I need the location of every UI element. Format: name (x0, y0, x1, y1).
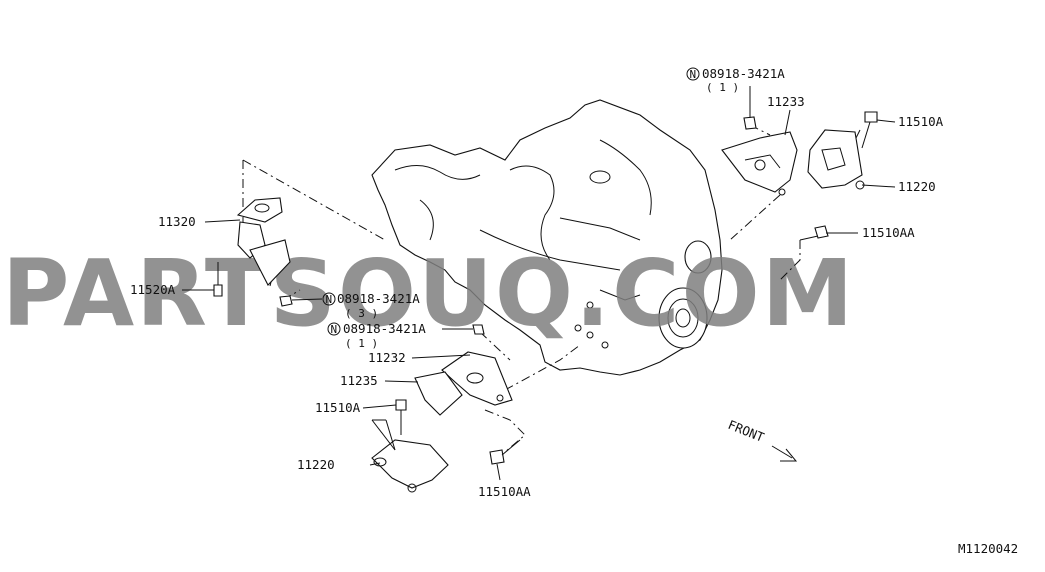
leader-lines (182, 86, 896, 481)
nut-top (743, 116, 757, 130)
label-11232: 11232 (368, 350, 406, 365)
label-11510AA-bottom: 11510AA (478, 484, 531, 499)
n-symbol-icon (686, 67, 700, 81)
label-11510A-right: 11510A (898, 114, 944, 129)
bolt-11510AA-right (799, 225, 829, 241)
watermark: PARTSOUQ.COM (2, 240, 855, 347)
label-qty-3: ( 3 ) (345, 307, 378, 320)
nut-center (472, 324, 485, 335)
mount-11220-left (371, 439, 449, 493)
label-11235: 11235 (340, 373, 378, 388)
label-11220-left: 11220 (297, 457, 335, 472)
label-11320: 11320 (158, 214, 196, 229)
front-arrow-icon (771, 445, 793, 459)
label-08918-3421A-top: 08918-3421A (702, 66, 785, 81)
front-arrowhead-icon (780, 448, 798, 462)
nut-left (279, 295, 293, 307)
bracket-11233 (721, 131, 798, 196)
bracket-11232 (441, 351, 513, 406)
label-qty-1-center: ( 1 ) (345, 337, 378, 350)
front-label: FRONT (726, 417, 767, 445)
label-11510A-left: 11510A (315, 400, 361, 415)
label-11520A: 11520A (130, 282, 176, 297)
label-08918-3421A-qty1-center: 08918-3421A (343, 321, 426, 336)
n-symbol-letter: N (326, 293, 333, 306)
bolt-11520A (213, 262, 223, 297)
n-symbol-icon (327, 322, 341, 336)
plate-11235 (414, 371, 463, 416)
label-11220-right: 11220 (898, 179, 936, 194)
front-indicator: FRONT (726, 417, 798, 462)
label-qty-1-top: ( 1 ) (706, 81, 739, 94)
n-symbol-icon (322, 292, 336, 306)
bolt-11510AA-bottom (489, 439, 521, 465)
engine-assembly (371, 99, 723, 376)
n-symbol-letter: N (331, 323, 338, 336)
bolt-11510A-left (395, 399, 407, 435)
label-11510AA-right: 11510AA (862, 225, 915, 240)
drawing-code: M1120042 (958, 541, 1018, 556)
label-08918-3421A-qty3: 08918-3421A (337, 291, 420, 306)
bolt-11510A-right (861, 111, 878, 149)
mount-11220-right (807, 129, 865, 190)
label-11233: 11233 (767, 94, 805, 109)
n-symbol-letter: N (690, 68, 697, 81)
mount-11320 (236, 197, 291, 286)
